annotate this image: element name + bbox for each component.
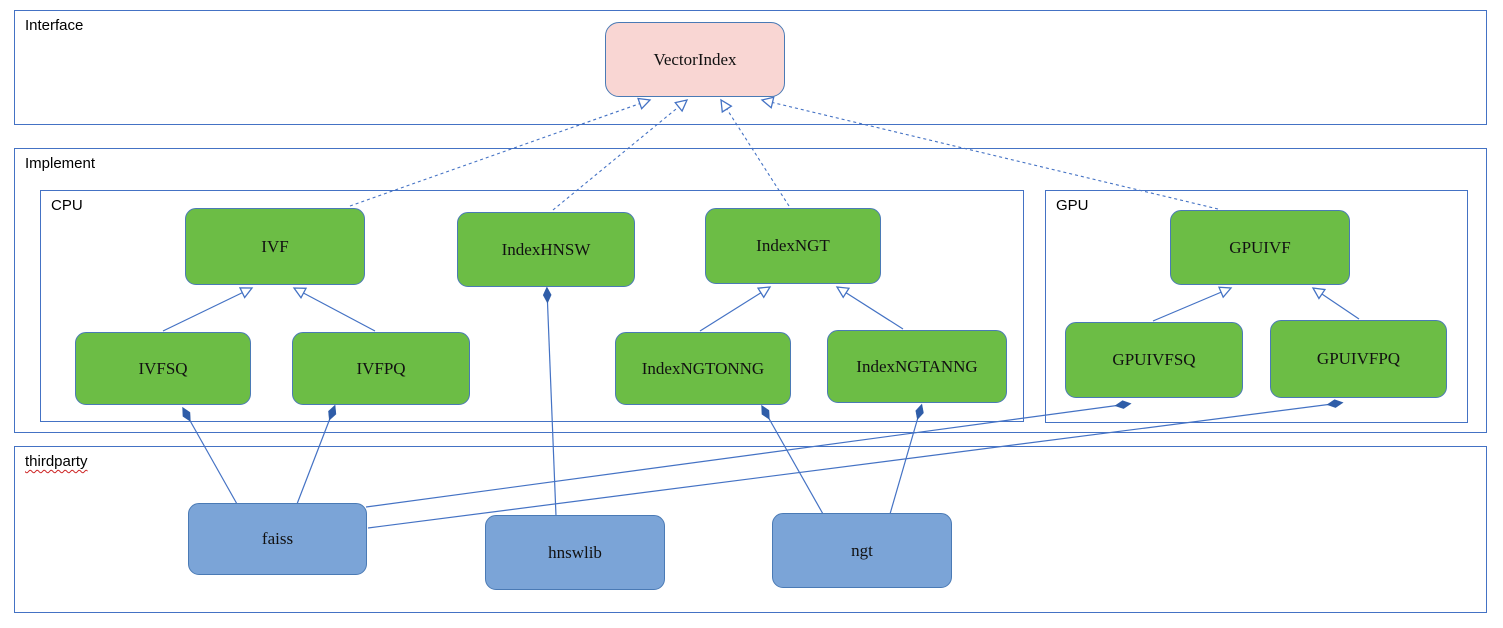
node-indexngtonng[interactable]: IndexNGTONNG (615, 332, 791, 405)
node-indexngtonng-label: IndexNGTONNG (641, 358, 765, 378)
node-indexhnsw-label: IndexHNSW (501, 239, 591, 259)
container-implement-label: Implement (25, 155, 96, 172)
node-gpuivfpq[interactable]: GPUIVFPQ (1270, 320, 1447, 398)
node-gpuivfsq-label: GPUIVFSQ (1112, 350, 1196, 369)
node-hnswlib-label: hnswlib (548, 542, 602, 562)
node-ivfpq-label: IVFPQ (356, 358, 406, 378)
node-ngt[interactable]: ngt (772, 513, 952, 588)
node-gpuivf[interactable]: GPUIVF (1170, 210, 1350, 285)
container-gpu-label: GPU (1056, 197, 1089, 214)
node-ngt-label: ngt (851, 540, 873, 560)
node-indexhnsw[interactable]: IndexHNSW (457, 212, 635, 287)
node-faiss-label: faiss (261, 529, 294, 548)
node-hnswlib[interactable]: hnswlib (485, 515, 665, 590)
node-ivfsq[interactable]: IVFSQ (75, 332, 251, 405)
container-cpu-label: CPU (51, 197, 83, 214)
node-ivfsq-label: IVFSQ (138, 358, 188, 378)
node-ivfpq[interactable]: IVFPQ (292, 332, 470, 405)
node-gpuivfpq-label: GPUIVFPQ (1316, 349, 1401, 368)
node-indexngt[interactable]: IndexNGT (705, 208, 881, 284)
node-vectorindex-label: VectorIndex (653, 49, 737, 69)
node-ivf[interactable]: IVF (185, 208, 365, 285)
node-vectorindex[interactable]: VectorIndex (605, 22, 785, 97)
node-gpuivfsq[interactable]: GPUIVFSQ (1065, 322, 1243, 398)
container-thirdparty-label: thirdparty (25, 453, 88, 470)
node-indexngtanng[interactable]: IndexNGTANNG (827, 330, 1007, 403)
node-indexngt-label: IndexNGT (756, 236, 830, 255)
container-interface-label: Interface (25, 17, 84, 34)
node-ivf-label: IVF (261, 236, 289, 256)
node-faiss[interactable]: faiss (188, 503, 367, 575)
node-indexngtanng-label: IndexNGTANNG (856, 356, 978, 376)
node-gpuivf-label: GPUIVF (1229, 237, 1291, 257)
